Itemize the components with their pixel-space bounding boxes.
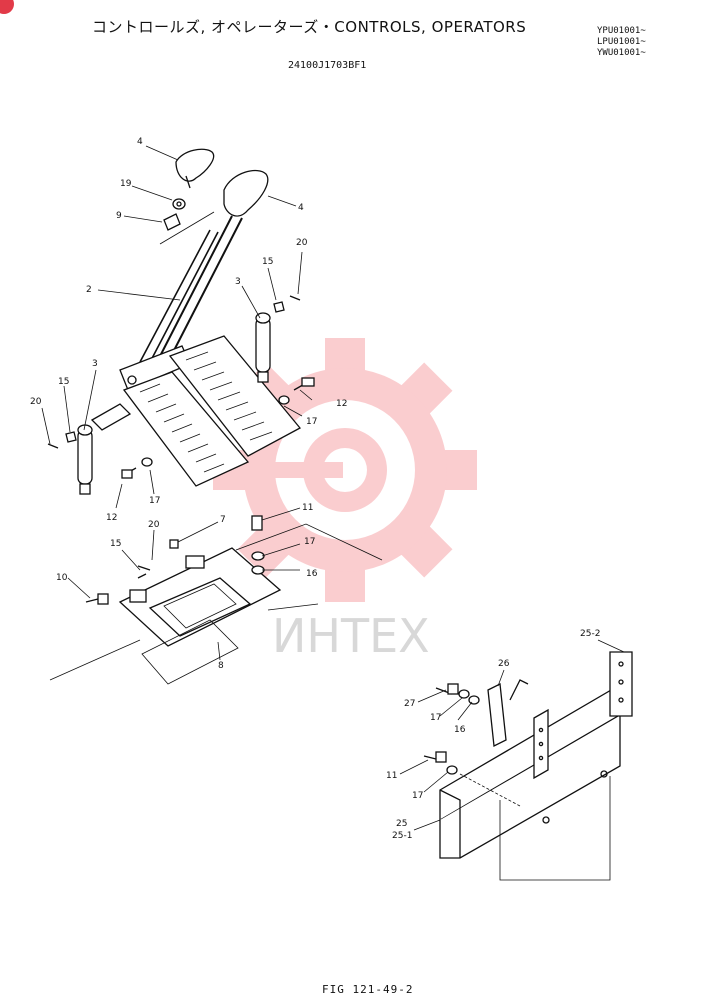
callout-15: 15 (58, 377, 69, 387)
callout-12: 12 (336, 399, 347, 409)
callout-4: 4 (298, 203, 304, 213)
bracket-assembly (423, 651, 633, 881)
callout-15: 15 (262, 257, 273, 267)
callout-15: 15 (110, 539, 121, 549)
callout-25: 25 (396, 819, 407, 829)
serial-range: YPU01001~ (597, 26, 646, 36)
serial-range: LPU01001~ (597, 37, 646, 47)
callout-17: 17 (304, 537, 315, 547)
callout-11: 11 (302, 503, 313, 513)
callout-17: 17 (412, 791, 423, 801)
callout-16: 16 (454, 725, 466, 735)
callout-10: 10 (56, 573, 68, 583)
callout-11: 11 (386, 771, 397, 781)
callout-25-2: 25-2 (580, 629, 600, 639)
serial-range-list: YPU01001~ LPU01001~ YWU01001~ (597, 26, 646, 59)
callout-19: 19 (120, 179, 132, 189)
leader-lines (41, 145, 625, 831)
callout-7: 7 (220, 515, 226, 525)
figure-label: FIG 121-49-2 (322, 983, 414, 996)
part-number: 24100J1703BF1 (288, 60, 367, 71)
callout-labels: 4 19 9 4 2 20 15 3 3 15 20 12 17 17 12 7… (30, 137, 600, 841)
callout-3: 3 (92, 359, 98, 369)
callout-20: 20 (296, 238, 308, 248)
watermark-text: ИНТЕХ (272, 609, 430, 663)
corner-mark (0, 0, 14, 14)
callout-2: 2 (86, 285, 92, 295)
page-title: コントロールズ, オペレーターズ・CONTROLS, OPERATORS (92, 18, 527, 36)
callout-12: 12 (106, 513, 117, 523)
callout-17: 17 (430, 713, 441, 723)
base-plate-assembly (49, 515, 383, 685)
callout-20: 20 (148, 520, 160, 530)
callout-26: 26 (498, 659, 510, 669)
callout-17: 17 (149, 496, 160, 506)
callout-20: 20 (30, 397, 42, 407)
callout-17: 17 (306, 417, 317, 427)
callout-9: 9 (116, 211, 122, 221)
callout-8: 8 (218, 661, 224, 671)
serial-range: YWU01001~ (597, 48, 646, 58)
callout-4: 4 (137, 137, 143, 147)
callout-27: 27 (404, 699, 415, 709)
callout-3: 3 (235, 277, 241, 287)
pedal-lever-assembly (47, 148, 315, 495)
callout-16: 16 (306, 569, 318, 579)
callout-25-1: 25-1 (392, 831, 412, 841)
